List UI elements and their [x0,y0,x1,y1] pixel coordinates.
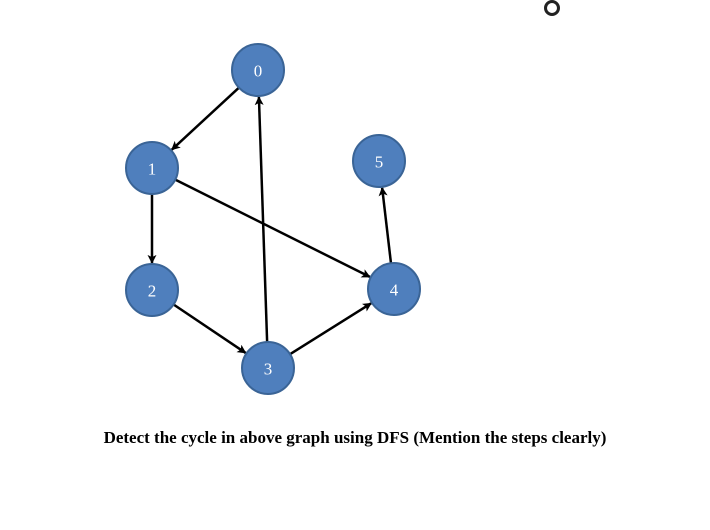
nodes-layer: 0 1 2 3 4 5 [125,43,421,395]
node-label: 5 [375,153,384,172]
edge-3-to-0 [254,96,269,343]
edge-2-to-3 [172,303,247,354]
radio-button-icon[interactable] [544,0,560,16]
node-0: 0 [231,43,285,97]
node-label: 2 [148,282,157,301]
node-1: 1 [125,141,179,195]
node-circle [125,263,179,317]
node-circle [367,262,421,316]
edges-layer [147,86,393,356]
node-label: 0 [254,62,263,81]
node-label: 1 [148,160,157,179]
edge-3-to-4 [289,302,372,356]
edge-1-to-4 [174,178,371,279]
node-3: 3 [241,341,295,395]
node-2: 2 [125,263,179,317]
node-circle [241,341,295,395]
edge-0-to-1 [170,86,240,151]
node-circle [352,134,406,188]
node-5: 5 [352,134,406,188]
node-4: 4 [367,262,421,316]
question-caption: Detect the cycle in above graph using DF… [103,428,607,447]
node-label: 4 [390,281,399,300]
edge-4-to-5 [378,186,393,264]
node-label: 3 [264,360,273,379]
node-circle [125,141,179,195]
node-circle [231,43,285,97]
